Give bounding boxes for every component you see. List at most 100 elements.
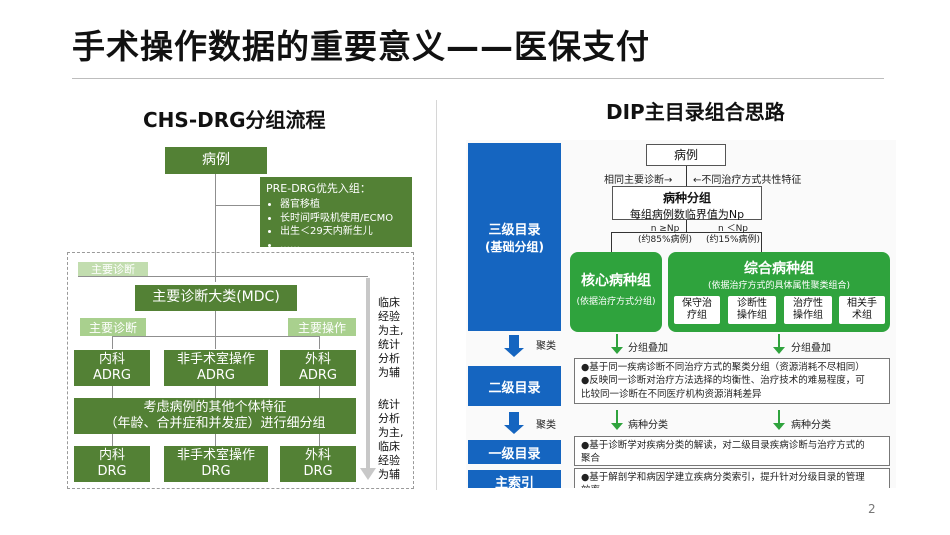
dip-diagram: 三级目录 (基础分组) 聚类 二级目录 聚类 一级目录 主索引 病例 相同主要诊… bbox=[466, 140, 896, 488]
pre-drg-title: PRE-DRG优先入组： bbox=[266, 182, 371, 195]
flow-line bbox=[215, 386, 216, 398]
desc-line: ●基于诊断学对疾病分类的解读，对二级目录疾病诊断与治疗方式的 bbox=[581, 440, 865, 451]
note-line: 分析 bbox=[378, 352, 400, 366]
adrg-label: ADRG bbox=[92, 368, 131, 383]
disease-group-title: 病种分组 bbox=[662, 191, 711, 205]
merge-label: 分组叠加 bbox=[628, 343, 668, 354]
slide-title: 手术操作数据的重要意义——医保支付 bbox=[72, 27, 650, 66]
disease-group-box: 病种分组 每组病例数临界值为Np bbox=[612, 186, 762, 221]
drg-label: 内科 bbox=[98, 447, 125, 463]
flow-line bbox=[611, 232, 612, 252]
drg-heading: CHS-DRG分组流程 bbox=[143, 108, 326, 132]
detail-line: 考虑病例的其他个体特征 bbox=[143, 399, 287, 415]
note-line: 经验 bbox=[378, 310, 400, 324]
down-arrow-icon bbox=[773, 347, 785, 354]
core-group-panel: 核心病种组 (依据治疗方式分组) bbox=[570, 252, 662, 332]
pre-drg-item: 出生＜29天内新生儿 bbox=[280, 225, 406, 239]
tier1-bar: 一级目录 bbox=[468, 440, 561, 464]
sub-box-therapeutic: 治疗性操作组 bbox=[784, 296, 832, 324]
green-arrow-shaft bbox=[616, 334, 618, 348]
green-arrow-shaft bbox=[778, 334, 780, 348]
adrg-label: ADRG bbox=[196, 368, 235, 383]
faded-main-diagnosis-label: 主要诊断 bbox=[78, 262, 148, 276]
drg-label: DRG bbox=[303, 464, 333, 479]
title-divider bbox=[72, 78, 884, 79]
core-group-title: 核心病种组 bbox=[581, 273, 651, 289]
flow-line bbox=[112, 336, 320, 337]
side-note-statistical: 统计 分析 为主, 临床 经验 为辅 bbox=[378, 398, 404, 482]
down-arrow-head-icon bbox=[504, 348, 524, 357]
pre-drg-item: …… bbox=[280, 239, 406, 253]
flow-line bbox=[686, 220, 687, 232]
drg-dashed-frame bbox=[67, 252, 414, 489]
page-number: 2 bbox=[868, 502, 876, 516]
sub-box-diagnostic: 诊断性操作组 bbox=[728, 296, 776, 324]
note-line: 统计 bbox=[378, 338, 400, 352]
subgroup-detail-box: 考虑病例的其他个体特征（年龄、合并症和并发症）进行细分组 bbox=[74, 398, 356, 434]
drg-label: DRG bbox=[97, 464, 127, 479]
n-lt-label: n ＜Np (约15%病例) bbox=[706, 224, 760, 246]
note-line: 为主, bbox=[378, 324, 404, 338]
cluster-label: 聚类 bbox=[536, 420, 556, 431]
flow-line bbox=[112, 386, 113, 398]
detail-line: （年龄、合并症和并发症）进行细分组 bbox=[104, 416, 326, 431]
note-line: 为辅 bbox=[378, 468, 400, 482]
tier3-bar: 三级目录 (基础分组) bbox=[468, 143, 561, 331]
n-lt-pct: (约15%病例) bbox=[706, 234, 761, 245]
tier2-bar: 二级目录 bbox=[468, 366, 561, 406]
flow-line bbox=[112, 434, 113, 446]
note-line: 临床 bbox=[378, 440, 400, 454]
flow-line bbox=[319, 386, 320, 398]
desc-line: ●基于同一疾病诊断不同治疗方式的聚类分组（资源消耗不尽相同） bbox=[581, 362, 865, 373]
sub-box-label: 相关手 bbox=[847, 297, 877, 309]
adrg-label: ADRG bbox=[298, 368, 337, 383]
common-treatment-label: ←不同治疗方式共性特征 bbox=[693, 175, 802, 186]
adrg-label: 内科 bbox=[98, 351, 125, 367]
merge-label: 分组叠加 bbox=[791, 343, 831, 354]
note-line: 为辅 bbox=[378, 366, 400, 380]
disease-class-label: 病种分类 bbox=[628, 420, 668, 431]
dip-heading: DIP主目录组合思路 bbox=[606, 100, 785, 124]
tier2-description: ●基于同一疾病诊断不同治疗方式的聚类分组（资源消耗不尽相同） ●反映同一诊断对治… bbox=[574, 358, 890, 404]
drg-label: DRG bbox=[201, 464, 231, 479]
pre-drg-box: PRE-DRG优先入组： 器官移植 长时间呼吸机使用/ECMO 出生＜29天内新… bbox=[260, 177, 412, 251]
note-line: 经验 bbox=[378, 454, 400, 468]
flow-line bbox=[319, 336, 320, 349]
flow-line bbox=[112, 336, 113, 349]
sub-box-surgery: 相关手术组 bbox=[839, 296, 885, 324]
flow-line bbox=[611, 232, 761, 233]
sub-box-label: 治疗性 bbox=[793, 297, 823, 309]
desc-line: 比较同一诊断在不同医疗机构资源消耗差异 bbox=[581, 388, 762, 400]
n-ge-pct: (约85%病例) bbox=[638, 234, 693, 245]
tier1-description: ●基于诊断学对疾病分类的解读，对二级目录疾病诊断与治疗方式的 聚合 bbox=[574, 436, 890, 466]
cluster-label: 聚类 bbox=[536, 341, 556, 352]
note-line: 统计 bbox=[378, 398, 400, 411]
note-line: 为主, bbox=[378, 426, 404, 440]
drg-label: 非手术室操作 bbox=[176, 447, 255, 463]
down-arrow-head-icon bbox=[504, 425, 524, 434]
sub-box-label: 操作组 bbox=[737, 310, 767, 321]
drg-label: 外科 bbox=[304, 447, 331, 463]
note-line: 临床 bbox=[378, 296, 400, 309]
flow-line bbox=[215, 434, 216, 446]
progress-arrow-shaft bbox=[366, 278, 370, 468]
drg-case-box: 病例 bbox=[165, 147, 267, 174]
sub-box-conservative: 保守治疗组 bbox=[674, 296, 720, 324]
main-index-description: ●基于解剖学和病因学建立疾病分类索引，提升针对分级目录的管理 效率 bbox=[574, 468, 890, 488]
sub-box-label: 疗组 bbox=[687, 310, 707, 321]
n-ge: n ≥Np bbox=[650, 224, 680, 234]
down-arrow-icon bbox=[509, 335, 519, 349]
combined-group-title: 综合病种组 bbox=[744, 261, 814, 277]
np-threshold: 每组病例数临界值为Np bbox=[629, 208, 745, 221]
main-index-bar: 主索引 bbox=[468, 470, 561, 488]
flow-line bbox=[319, 434, 320, 446]
flow-line bbox=[215, 311, 216, 349]
down-arrow-icon bbox=[509, 412, 519, 426]
desc-line: ●基于解剖学和病因学建立疾病分类索引，提升针对分级目录的管理 bbox=[581, 472, 865, 483]
